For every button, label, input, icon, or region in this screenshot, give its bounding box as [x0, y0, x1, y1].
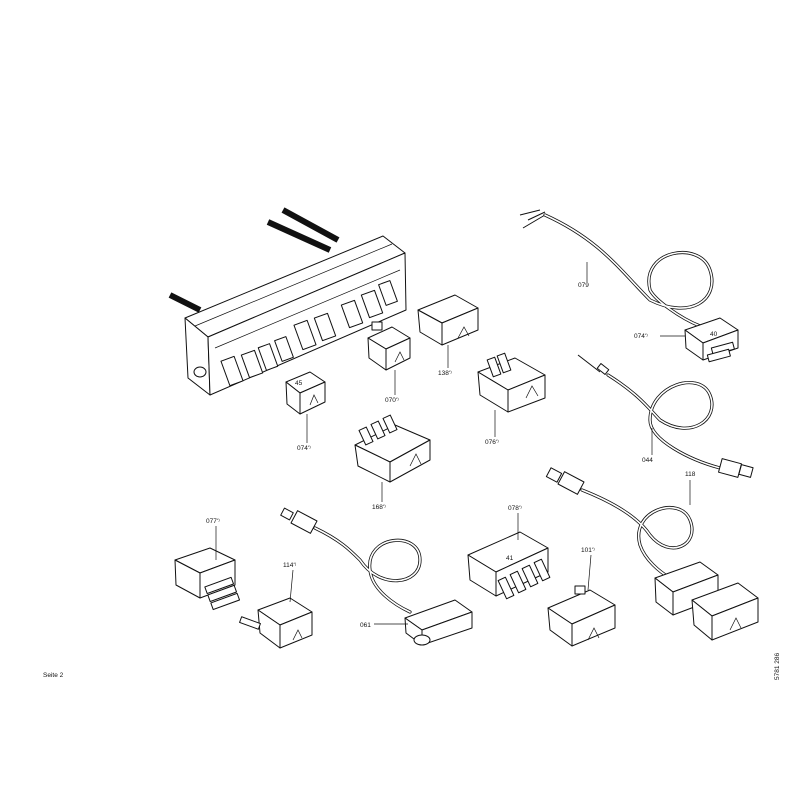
- label-070: 070*): [385, 396, 399, 404]
- label-044: 044: [642, 457, 653, 464]
- label-118: 118: [685, 471, 696, 478]
- connector-078: 41: [467, 531, 551, 600]
- part-labels: 079 074*) 074*) 070*) 138*) 076*) 044 16…: [206, 262, 696, 629]
- connector-074-left: 45: [285, 371, 326, 415]
- cable-079: 40: [519, 209, 739, 363]
- cable-118: [545, 467, 759, 641]
- label-061: 061: [360, 622, 371, 629]
- page-footer-right: 5781 286: [774, 653, 781, 680]
- connector-168: [354, 414, 431, 483]
- cable-061: [280, 507, 473, 646]
- connector-070: [367, 321, 411, 371]
- block-40-mark: 40: [710, 331, 718, 338]
- label-077: 077*): [206, 517, 220, 525]
- connector-077: [174, 547, 241, 611]
- label-074-right: 074*): [634, 332, 648, 340]
- terminal-pins: [220, 280, 398, 387]
- label-078: 078*): [508, 504, 522, 512]
- connector-138: [417, 294, 479, 346]
- connector-114: [239, 597, 313, 649]
- label-138: 138*): [438, 369, 452, 377]
- block-41-mark: 41: [506, 555, 514, 562]
- label-101: 101*): [581, 546, 595, 554]
- connector-076: [477, 352, 546, 413]
- label-076: 076*): [485, 438, 499, 446]
- label-079: 079: [578, 282, 589, 289]
- label-114: 114*): [283, 561, 297, 569]
- block-45-mark: 45: [295, 380, 303, 387]
- page-footer-left: Seite 2: [43, 672, 64, 679]
- label-168: 168*): [372, 503, 386, 511]
- label-074-left: 074*): [297, 444, 311, 452]
- terminal-strip: [168, 207, 407, 396]
- connector-101: [547, 585, 616, 647]
- cable-044: [577, 354, 754, 478]
